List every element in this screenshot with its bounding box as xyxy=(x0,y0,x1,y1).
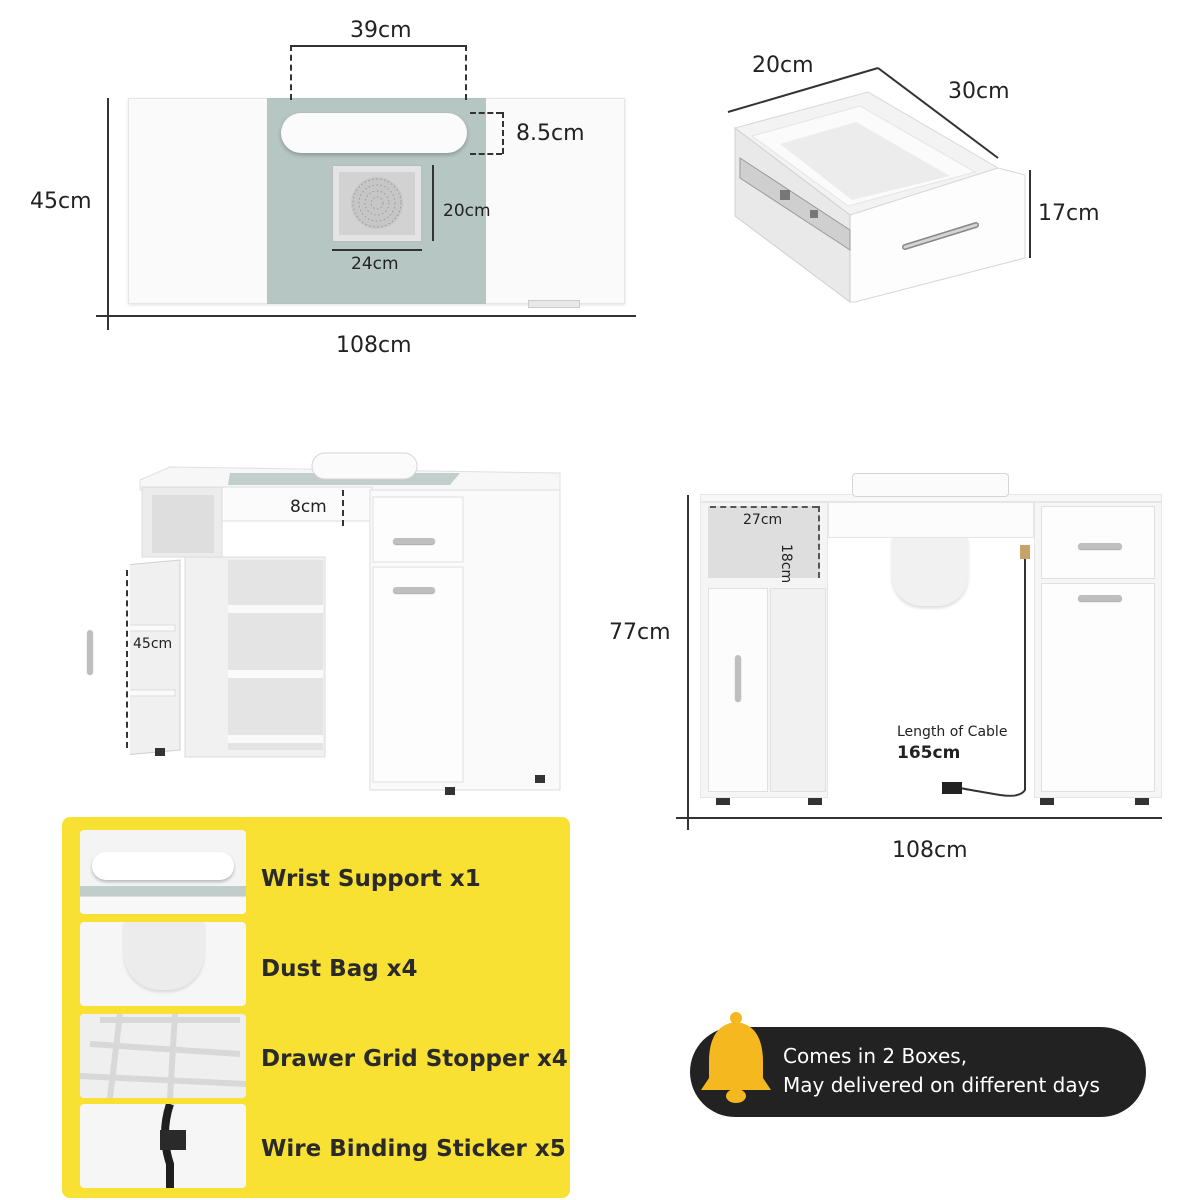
cubby-width-line xyxy=(710,506,818,508)
cubby-width-label: 27cm xyxy=(743,512,783,528)
cubby-height-label: 18cm xyxy=(778,544,794,584)
width-line xyxy=(96,315,636,317)
armrest-cushion xyxy=(281,113,467,153)
latch xyxy=(528,300,580,308)
armrest-height-tick-bottom xyxy=(470,153,502,155)
desk-open-illustration xyxy=(130,452,561,795)
bell-icon xyxy=(701,1012,771,1103)
wire-sticker-icon xyxy=(80,1104,246,1188)
accessory-label: Wire Binding Sticker x5 xyxy=(261,1136,566,1162)
wrist-support-icon xyxy=(80,830,246,914)
drawer-height-line xyxy=(342,490,344,526)
accessory-label: Drawer Grid Stopper x4 xyxy=(261,1046,568,1072)
front-wheel xyxy=(1135,798,1149,805)
cubby-height-line xyxy=(818,506,820,578)
front-wheel xyxy=(808,798,822,805)
cable-caption: Length of Cable xyxy=(897,724,1008,740)
armrest-height-line xyxy=(502,112,504,154)
fan-height-label: 20cm xyxy=(443,201,491,221)
accessory-label: Dust Bag x4 xyxy=(261,956,418,982)
delivery-notice xyxy=(690,1027,1146,1117)
height-line xyxy=(687,495,689,830)
armrest-width-line xyxy=(290,45,466,47)
power-cable-icon xyxy=(942,545,1030,797)
fan-grille-icon xyxy=(339,172,415,235)
front-cushion xyxy=(852,473,1009,497)
drawer-depth-label: 30cm xyxy=(948,79,1010,104)
accessory-label: Wrist Support x1 xyxy=(261,866,481,892)
front-right-door xyxy=(1041,583,1155,792)
front-width-line xyxy=(676,817,1162,819)
drawer-handle xyxy=(393,538,435,544)
side-cabinet-handle xyxy=(87,630,93,674)
drawer-height-label: 17cm xyxy=(1038,201,1100,226)
fan-width-line xyxy=(332,249,422,251)
drawer-grid-icon xyxy=(80,1014,246,1098)
depth-line xyxy=(107,98,109,330)
front-middle-drawer xyxy=(828,502,1034,538)
door-handle xyxy=(393,587,435,593)
fan-box xyxy=(332,165,422,242)
front-right-drawer-handle xyxy=(1078,543,1122,549)
drawer-illustration xyxy=(727,67,1031,303)
armrest-width-label: 39cm xyxy=(350,18,412,43)
front-dust-bag xyxy=(892,538,968,606)
front-cubby xyxy=(708,506,820,578)
fan-height-line xyxy=(432,165,434,241)
armrest-width-tick-right xyxy=(465,45,467,100)
open-drawer-height-label: 8cm xyxy=(290,497,327,517)
front-right-drawer xyxy=(1041,506,1155,579)
front-wheel xyxy=(1040,798,1054,805)
width-label: 108cm xyxy=(336,333,412,358)
armrest-height-tick-top xyxy=(470,112,502,114)
dust-bag-icon xyxy=(80,922,246,1006)
notice-line-1: Comes in 2 Boxes, xyxy=(783,1044,968,1068)
drawer-width-label: 20cm xyxy=(752,53,814,78)
armrest-height-label: 8.5cm xyxy=(516,121,585,146)
front-width-label: 108cm xyxy=(892,838,968,863)
front-left-side-shelves xyxy=(770,588,826,792)
shelf-height-line xyxy=(126,570,128,748)
shelf-height-label: 45cm xyxy=(133,636,173,652)
fan-width-label: 24cm xyxy=(351,254,399,274)
armrest-width-tick-left xyxy=(290,45,292,100)
front-right-door-handle xyxy=(1078,595,1122,601)
notice-line-2: May delivered on different days xyxy=(783,1073,1100,1097)
height-label: 77cm xyxy=(609,620,671,645)
depth-label: 45cm xyxy=(30,189,92,214)
front-wheel xyxy=(716,798,730,805)
front-left-door-handle xyxy=(735,655,741,701)
cable-length: 165cm xyxy=(897,743,961,763)
